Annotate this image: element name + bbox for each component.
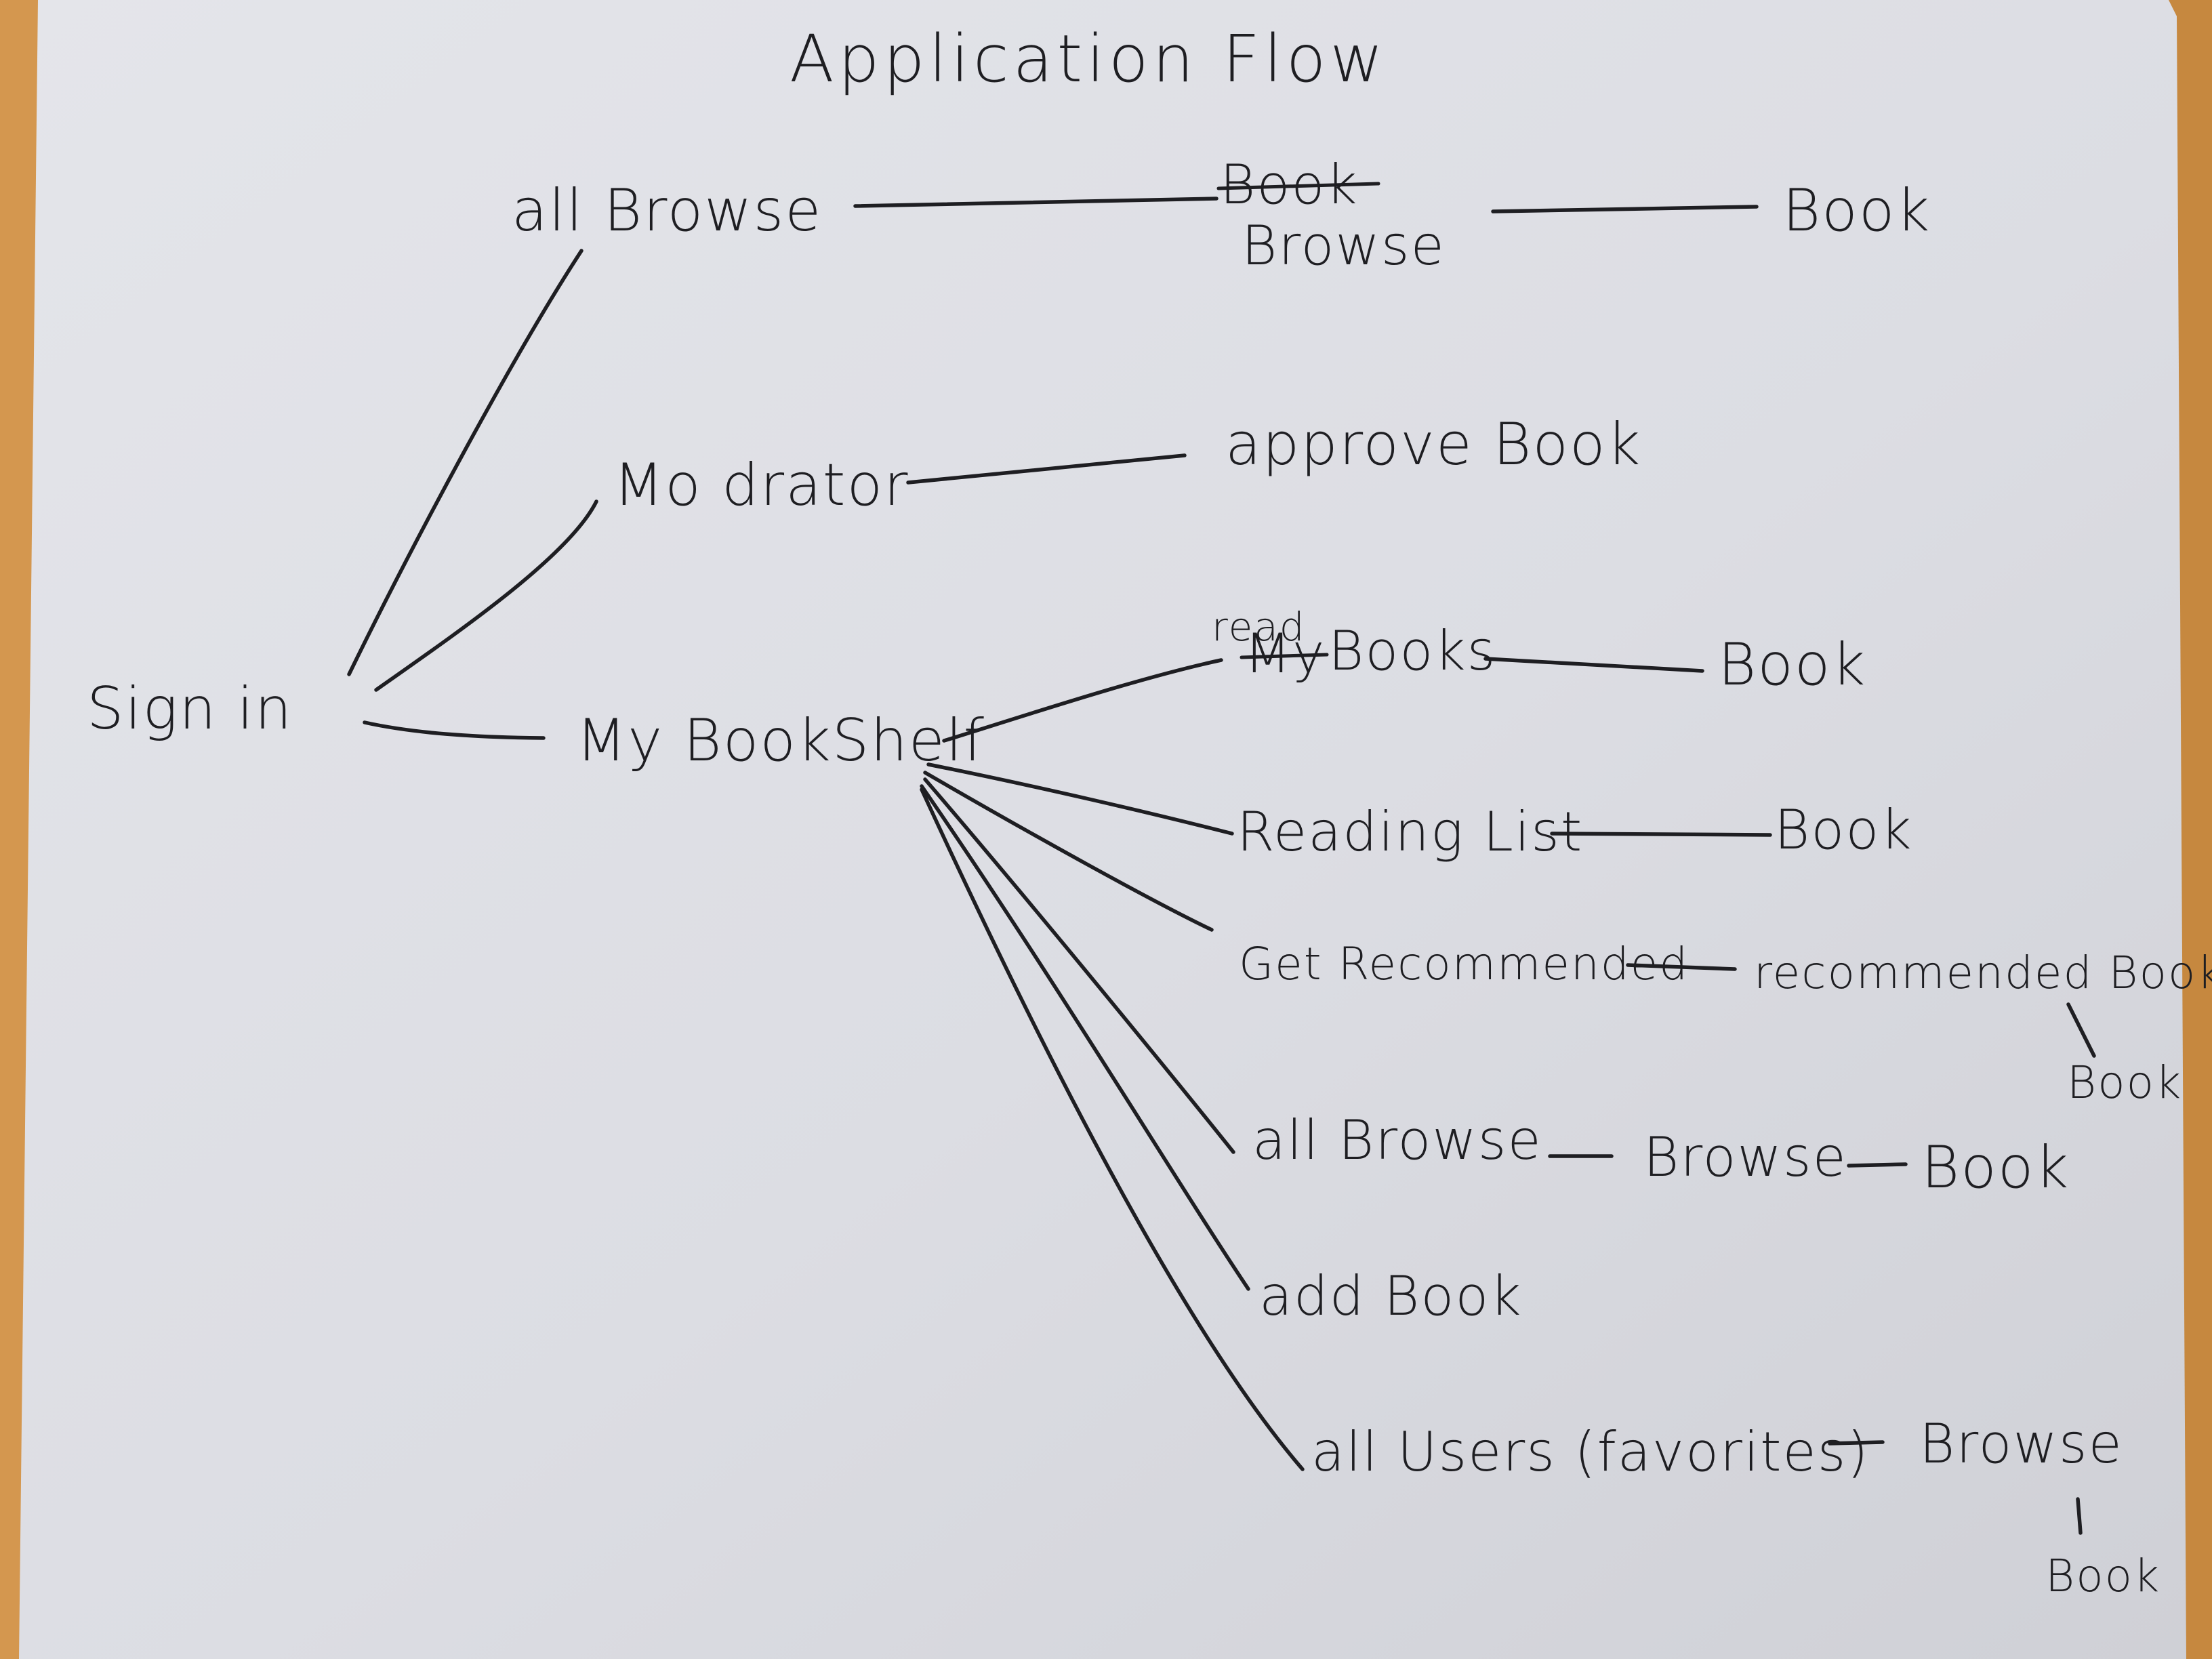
line-bookshelf-getrecommended [923, 771, 1214, 932]
paper-sheet [19, 0, 2186, 1659]
node-moderator: Mo drator [613, 451, 909, 519]
node-all-users: all Users (favorites) [1311, 1420, 1870, 1483]
line-allusers-browse [1828, 1440, 1885, 1446]
line-signin-bookshelf [363, 720, 546, 740]
line-allbrowse-browse [853, 197, 1218, 208]
node-add-book: add Book [1259, 1265, 1523, 1328]
line-getrecommended-recbook [1626, 963, 1737, 971]
line-books-book [1483, 657, 1704, 673]
node-book-after-users: Book [2045, 1550, 2160, 1602]
node-books: Books [1328, 619, 1496, 682]
connector-lines [347, 197, 2096, 1535]
line-moderator-approve [906, 453, 1187, 485]
node-book-after-reading-list: Book [1774, 798, 1913, 861]
line-browse-book-users [2076, 1497, 2083, 1535]
line-bookshelf-readinglist [926, 762, 1234, 836]
node-browse-top: Browse [1242, 214, 1446, 277]
node-browse-users: Browse [1919, 1412, 2123, 1475]
node-all-browse-top: all Browse [512, 177, 822, 245]
node-reading-list: Reading List [1237, 800, 1583, 863]
node-book-after-browse-lower: Book [1921, 1134, 2070, 1202]
node-approve-book: approve Book [1225, 411, 1641, 478]
line-recbook-book [2066, 1002, 2096, 1058]
line-signin-allbrowse [347, 249, 583, 676]
line-readinglist-book [1550, 832, 1772, 837]
node-my-bookshelf: My BookShelf [576, 707, 985, 775]
node-book-top: Book [1782, 177, 1931, 245]
line-bookshelf-books [942, 658, 1223, 743]
node-sign-in: Sign in [87, 675, 293, 743]
line-signin-moderator [374, 499, 598, 692]
line-bookshelf-allusers [920, 787, 1305, 1471]
node-book-after-read: Book [1718, 631, 1866, 699]
line-browse-book-lower [1847, 1162, 1908, 1168]
line-bookshelf-addbook [920, 784, 1250, 1291]
line-browse-book-top [1491, 205, 1759, 213]
line-bookshelf-allbrowse-lower [923, 777, 1235, 1154]
node-all-browse-lower: all Browse [1252, 1109, 1542, 1172]
node-browse-lower: Browse [1643, 1126, 1847, 1189]
node-get-recommended: Get Recommended [1239, 938, 1689, 990]
note-read-insert: read [1212, 604, 1306, 650]
diagram-title: Application Flow [790, 21, 1387, 97]
strikethrough-book-top [1216, 182, 1380, 190]
strikethrough-my [1240, 653, 1329, 659]
node-recommended-book: recommended Book [1754, 947, 2212, 999]
node-book-after-recommended: Book [2067, 1057, 2182, 1109]
